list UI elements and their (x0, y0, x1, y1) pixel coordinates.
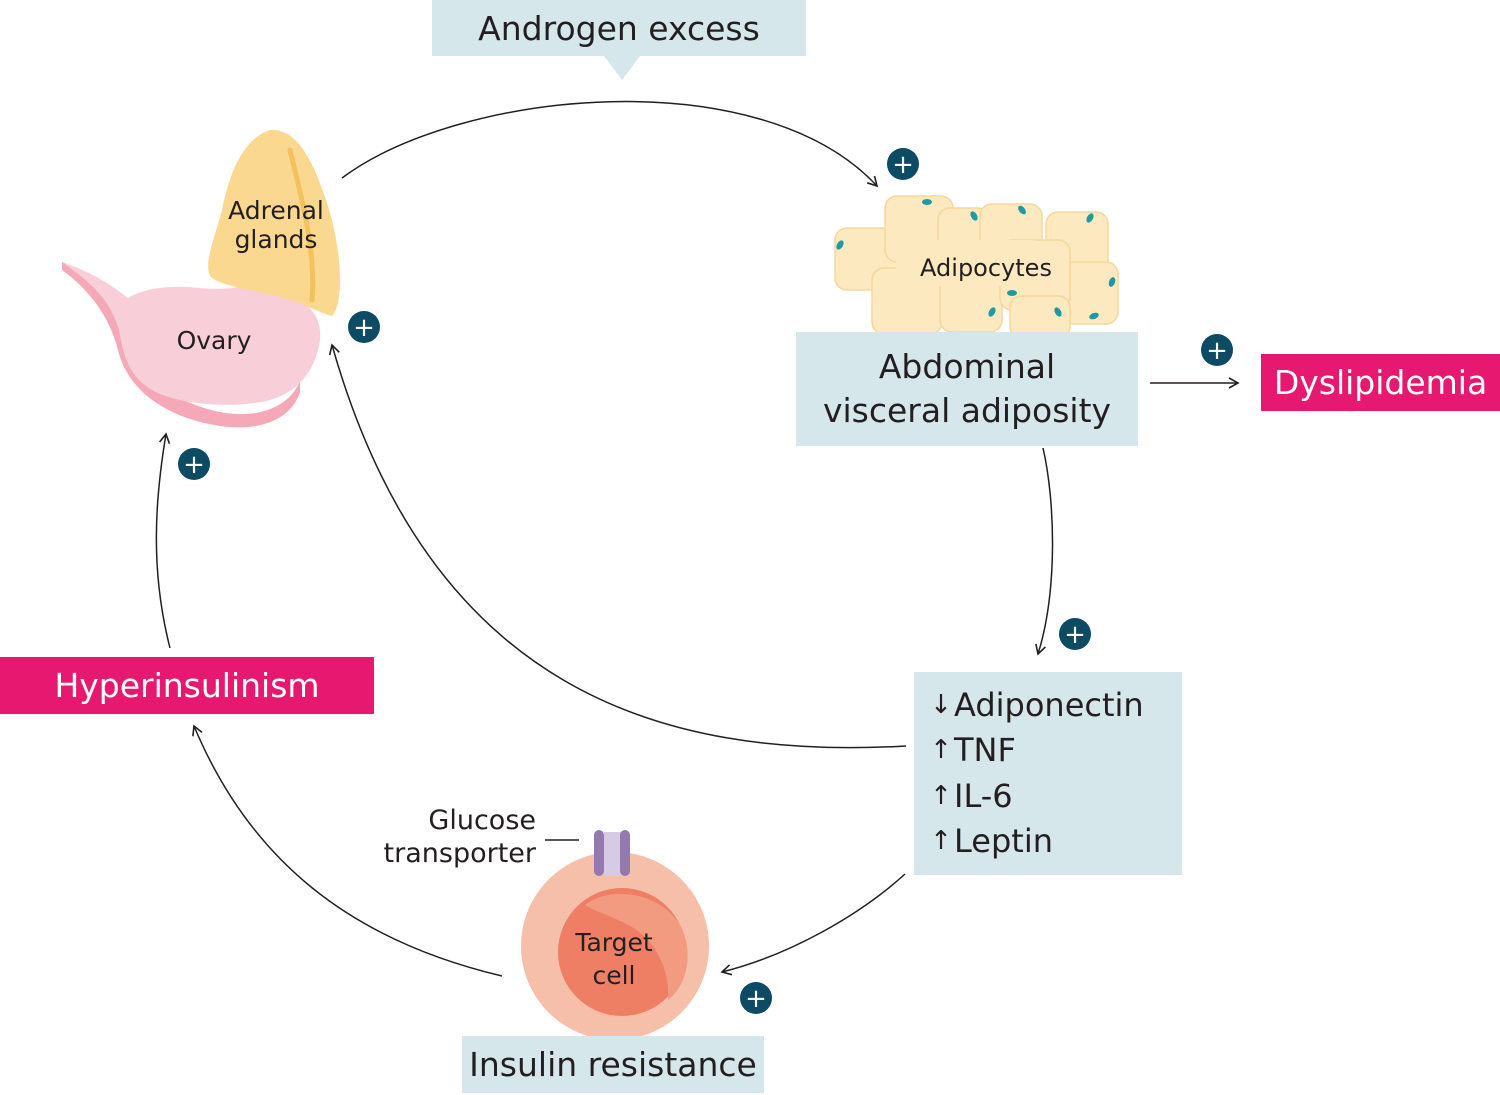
plus-badge: + (887, 148, 919, 180)
glucose-transporter-illustration (545, 830, 630, 876)
svg-text:+: + (353, 313, 375, 343)
factor-row-leptin: ↑ Leptin (928, 819, 1053, 865)
svg-text:+: + (745, 984, 767, 1014)
increase-arrow-icon: ↑ (930, 826, 952, 856)
target-cell-label: Target cell (575, 928, 653, 990)
target-cell-illustration (521, 852, 709, 1040)
adrenal-gland-illustration (208, 129, 340, 316)
factor-name: IL-6 (954, 776, 1013, 815)
ovary-illustration (62, 262, 321, 428)
svg-text:+: + (1206, 336, 1228, 366)
androgen-excess-box: Androgen excess (432, 0, 806, 56)
ovary-label: Ovary (176, 326, 252, 355)
arrow-hyperinsulinism-to-ovary (155, 432, 171, 649)
svg-text:+: + (892, 150, 914, 180)
increase-arrow-icon: ↑ (930, 735, 952, 765)
insulin-resistance-label: Insulin resistance (469, 1045, 757, 1084)
factor-name: TNF (954, 731, 1016, 769)
abdominal-visceral-adiposity-label: Abdominal visceral adiposity (822, 347, 1112, 430)
factor-name: Adiponectin (954, 685, 1144, 724)
callout-pointer (604, 56, 640, 80)
adipocytes-illustration (834, 195, 1119, 345)
arrow-factors-to-insulin-resistance (720, 873, 906, 976)
hyperinsulinism-label: Hyperinsulinism (54, 666, 320, 705)
adipocytes-label: Adipocytes (920, 254, 1052, 282)
arrow-resistance-to-hyperinsulinism (192, 724, 503, 977)
adipokine-factors-box: ↓ Adiponectin ↑ TNF ↑ IL-6 ↑ Leptin (914, 672, 1182, 875)
dyslipidemia-label: Dyslipidemia (1273, 363, 1488, 402)
adrenal-glands-label: Adrenal glands (228, 196, 324, 254)
factor-row-tnf: ↑ TNF (928, 728, 1016, 774)
hyperinsulinism-box: Hyperinsulinism (0, 657, 374, 714)
insulin-resistance-box: Insulin resistance (462, 1036, 764, 1093)
decrease-arrow-icon: ↓ (930, 689, 952, 720)
glucose-transporter-label: Glucose transporter (383, 805, 536, 869)
svg-text:+: + (183, 450, 205, 480)
plus-badge: + (740, 982, 772, 1014)
arrow-factors-to-ovary (328, 343, 907, 749)
plus-badge: + (178, 448, 210, 480)
svg-text:+: + (1064, 620, 1086, 650)
factor-name: Leptin (954, 822, 1053, 860)
arrow-adiposity-to-factors (1035, 447, 1054, 656)
plus-badge: + (348, 311, 380, 343)
abdominal-visceral-adiposity-box: Abdominal visceral adiposity (796, 332, 1138, 446)
increase-arrow-icon: ↑ (930, 780, 952, 811)
plus-badge: + (1059, 618, 1091, 650)
plus-badge: + (1201, 334, 1233, 366)
factor-row-adiponectin: ↓ Adiponectin (928, 683, 1144, 729)
androgen-excess-label: Androgen excess (478, 8, 760, 48)
factor-row-il6: ↑ IL-6 (928, 774, 1013, 820)
arrow-androgen-to-adipose (341, 100, 879, 188)
dyslipidemia-box: Dyslipidemia (1261, 354, 1500, 411)
